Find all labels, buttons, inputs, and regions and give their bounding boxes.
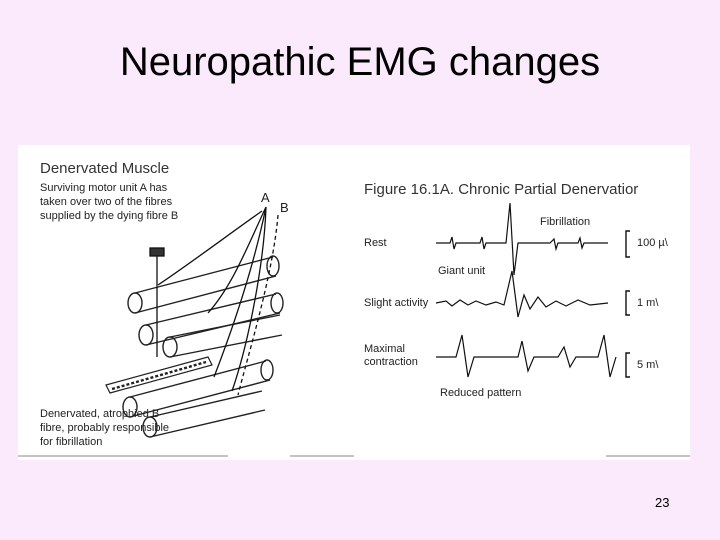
emg-traces	[435, 202, 617, 378]
caption-top-line: supplied by the dying fibre B	[40, 210, 179, 222]
emg-figure-drawing	[18, 202, 690, 457]
scale-bracket-rest	[625, 230, 630, 258]
row-label-slight-activity: Slight activity	[364, 297, 429, 309]
label-b: B	[280, 200, 289, 215]
scale-label-maximal: 5 m\	[637, 359, 659, 371]
right-figure-title: Figure 16.1A. Chronic Partial Denervatio…	[364, 181, 639, 198]
emg-figure-panel: Denervated Muscle Surviving motor unit A…	[18, 145, 690, 460]
slide-title: Neuropathic EMG changes	[119, 40, 601, 84]
nerve-a-branch	[213, 206, 267, 378]
slide-number: 23	[655, 495, 670, 510]
nerve-b	[237, 214, 279, 396]
muscle-fibre	[127, 255, 280, 314]
label-a: A	[261, 190, 270, 205]
left-figure-heading: Denervated Muscle	[40, 160, 170, 177]
nerve-a-branch	[157, 210, 263, 286]
scale-bracket-maximal	[625, 352, 630, 378]
muscle-fibre	[142, 390, 266, 438]
trace-slight-activity	[435, 270, 609, 318]
trace-maximal	[436, 334, 617, 378]
scale-bracket-slight	[625, 290, 630, 316]
atrophied-fibre-b	[105, 356, 213, 394]
caption-top-line: Surviving motor unit A has	[40, 182, 168, 194]
caption-bottom-line: for fibrillation	[40, 436, 103, 448]
scale-brackets	[625, 230, 630, 378]
scale-label-rest: 100 µ\	[637, 237, 668, 249]
annotation-reduced-pattern: Reduced pattern	[440, 387, 522, 399]
motor-nerves	[157, 206, 279, 396]
muscle-fibres	[105, 255, 284, 438]
row-label-maximal: Maximal	[364, 343, 405, 355]
row-label-rest: Rest	[364, 237, 387, 249]
nerve-a	[207, 206, 267, 314]
nerve-a-branch	[231, 206, 267, 392]
row-label-maximal: contraction	[364, 356, 418, 368]
electrode	[149, 247, 165, 357]
caption-bottom-line: Denervated, atrophied B	[40, 408, 160, 420]
scale-label-slight: 1 m\	[637, 297, 659, 309]
annotation-giant-unit: Giant unit	[438, 265, 486, 277]
muscle-fibre	[122, 359, 274, 418]
caption-top-line: taken over two of the fibres	[40, 196, 173, 208]
caption-bottom-line: fibre, probably responsible	[40, 422, 170, 434]
annotation-fibrillation: Fibrillation	[540, 216, 591, 228]
trace-rest	[436, 202, 608, 276]
